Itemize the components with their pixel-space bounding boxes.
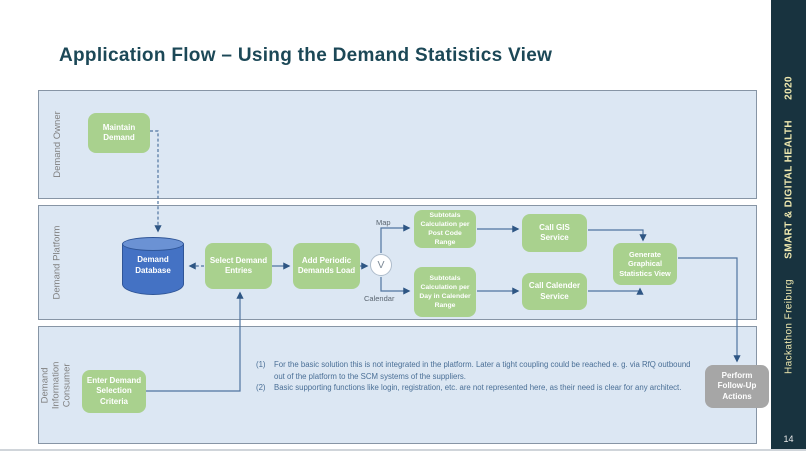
database-top-ellipse	[122, 237, 184, 251]
footnotes: (1) For the basic solution this is not i…	[256, 359, 698, 394]
footnote-2: (2) Basic supporting functions like logi…	[256, 382, 698, 394]
node-subtotals-day-calender-range: Subtotals Calculation per Day in Calende…	[414, 267, 476, 317]
footnote-2-text: Basic supporting functions like login, r…	[274, 383, 682, 393]
branch-label-calendar: Calendar	[364, 294, 395, 303]
event-sidebar: Hackathon Freiburg SMART & DIGITAL HEALT…	[771, 0, 806, 449]
footnote-1-text: For the basic solution this is not integ…	[274, 360, 691, 381]
footnote-1: (1) For the basic solution this is not i…	[256, 359, 698, 382]
node-generate-graphical-statistics-view: Generate Graphical Statistics View	[613, 243, 677, 285]
footnote-1-marker: (1)	[256, 360, 266, 369]
lane-label-demand-platform: Demand Platform	[51, 225, 63, 300]
lane-label-demand-information-consumer: Demand Information Consumer	[39, 361, 73, 409]
node-perform-follow-up-actions: Perform Follow-Up Actions	[705, 365, 769, 408]
branch-label-map: Map	[376, 218, 391, 227]
lane-label-demand-owner: Demand Owner	[51, 111, 63, 178]
page-number: 14	[783, 434, 794, 444]
node-enter-demand-selection-criteria: Enter Demand Selection Criteria	[82, 370, 146, 413]
node-call-gis-service: Call GIS Service	[522, 214, 587, 252]
footnote-2-marker: (2)	[256, 383, 266, 393]
sidebar-event-theme: SMART & DIGITAL HEALTH	[783, 119, 794, 259]
demand-database-label: Demand Database	[135, 255, 171, 275]
sidebar-event-year: 2020	[783, 75, 794, 100]
node-call-calender-service: Call Calender Service	[522, 273, 587, 310]
node-maintain-demand: Maintain Demand	[88, 113, 150, 153]
node-select-demand-entries: Select Demand Entries	[205, 243, 272, 289]
gateway-v-circle: V	[370, 254, 392, 276]
event-sidebar-text: Hackathon Freiburg SMART & DIGITAL HEALT…	[783, 75, 794, 373]
database-icon	[122, 244, 184, 295]
node-add-periodic-demands-load: Add Periodic Demands Load	[293, 243, 360, 289]
demand-database-cylinder: Demand Database	[122, 237, 184, 295]
sidebar-event-name: Hackathon Freiburg	[783, 278, 794, 374]
page-title: Application Flow – Using the Demand Stat…	[59, 45, 553, 66]
slide-bottom-border	[0, 449, 806, 451]
node-subtotals-post-code-range: Subtotals Calculation per Post Code Rang…	[414, 210, 476, 248]
